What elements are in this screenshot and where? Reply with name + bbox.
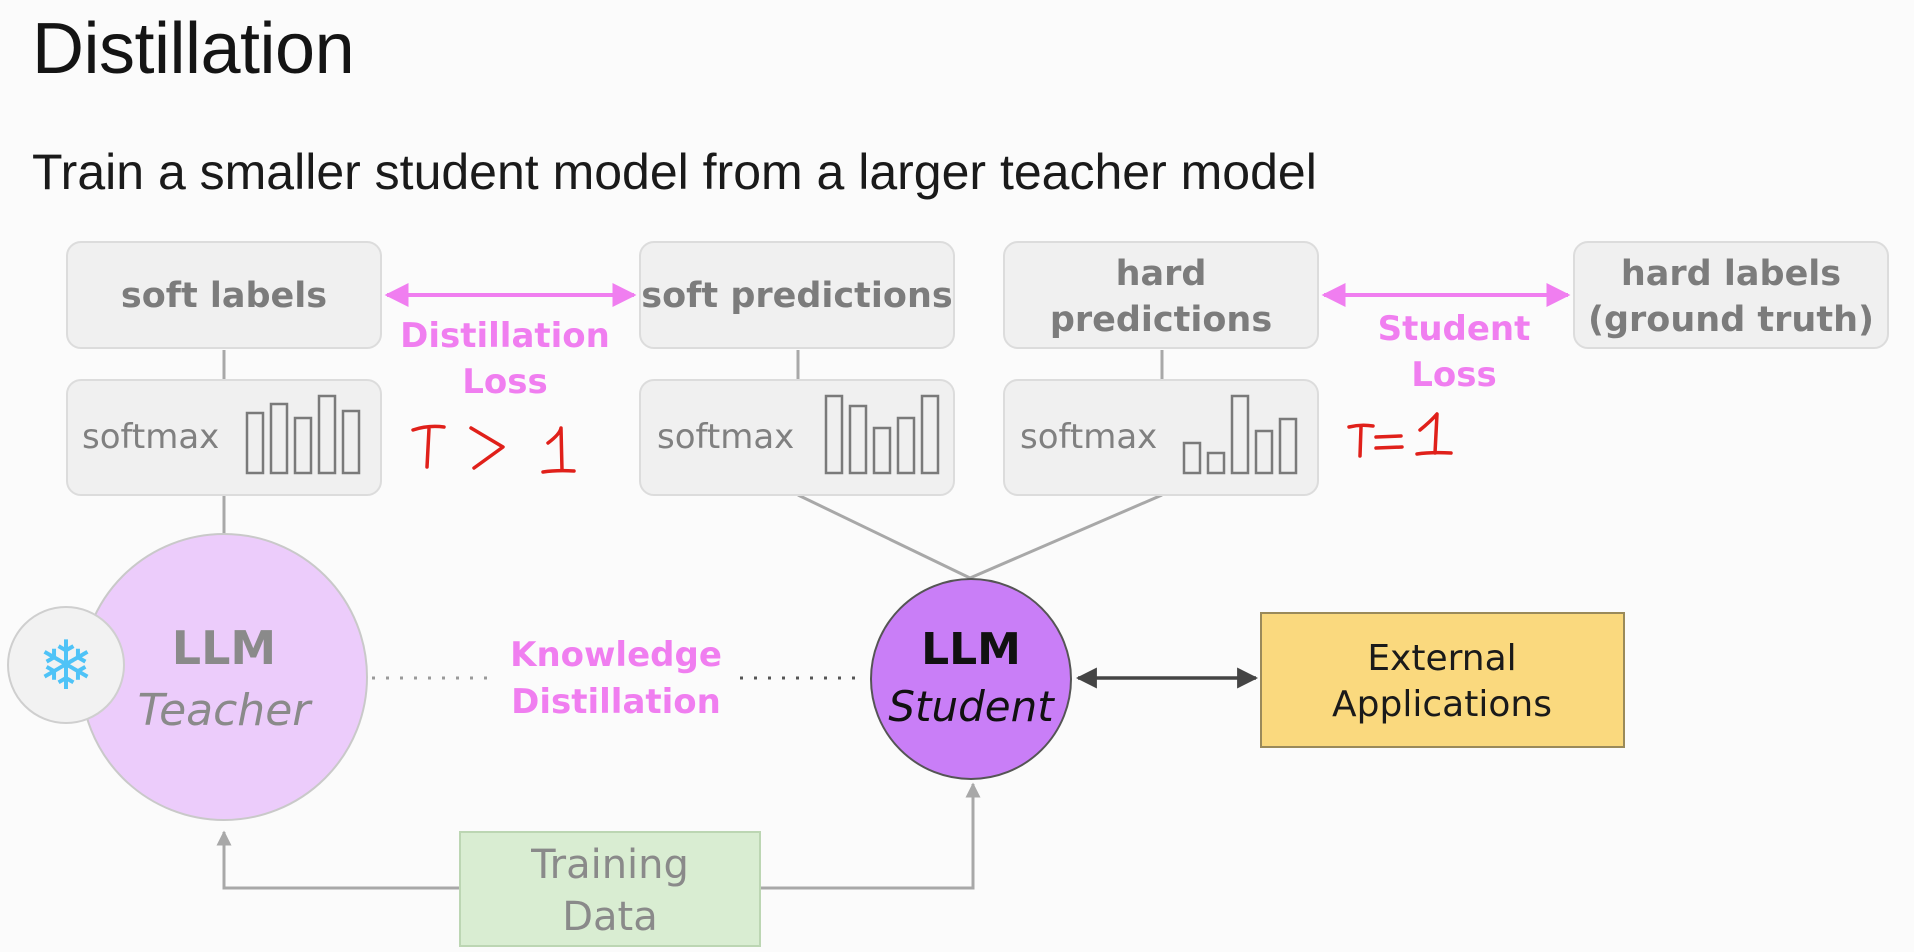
knowledge-distillation-line1: Knowledge (510, 635, 722, 675)
student-loss-label-line1: Student (1378, 309, 1531, 349)
handwritten-t-equals-1 (1347, 412, 1453, 458)
teacher-softmax-label: softmax (82, 417, 219, 457)
hard-labels-box: hard labels (ground truth) (1573, 241, 1889, 349)
soft-predictions-label: soft predictions (641, 276, 952, 316)
teacher-llm-label: LLM (172, 621, 276, 675)
hard-predictions-box: hard predictions (1003, 241, 1319, 349)
knowledge-distillation-line2: Distillation (511, 682, 721, 722)
snowflake-icon: ❄ (7, 606, 125, 724)
slide-title: Distillation (32, 9, 355, 89)
soft-predictions-softmax-box: softmax (639, 379, 955, 496)
soft-softmax-label: softmax (657, 417, 794, 457)
svg-text:❄: ❄ (38, 627, 95, 706)
slide-subtitle: Train a smaller student model from a lar… (32, 144, 1317, 200)
training-data-line1: Training (530, 842, 689, 888)
training-data-arrows (216, 782, 981, 890)
hard-softmax-label: softmax (1020, 417, 1157, 457)
external-applications-line1: External (1367, 638, 1516, 679)
hard-predictions-softmax-box: softmax (1003, 379, 1319, 496)
connector-lines (222, 350, 1164, 580)
student-loss-label-line2: Loss (1411, 355, 1497, 395)
teacher-softmax-bars-icon (245, 394, 361, 475)
hard-predictions-label-line1: hard (1116, 254, 1207, 294)
external-applications-box: External Applications (1260, 612, 1625, 748)
student-llm-label: LLM (921, 624, 1021, 675)
student-model: LLM Student (870, 578, 1072, 780)
external-applications-line2: Applications (1332, 684, 1552, 725)
handwritten-t-greater-than-1 (411, 424, 576, 474)
hard-softmax-bars-icon (1182, 394, 1298, 475)
distillation-loss-label-line1: Distillation (400, 316, 610, 356)
training-data-box: Training Data (459, 831, 761, 947)
teacher-model: LLM Teacher (80, 533, 368, 821)
training-data-line2: Data (562, 894, 658, 940)
teacher-softmax-box: softmax (66, 379, 382, 496)
hard-predictions-label-line2: predictions (1050, 300, 1272, 340)
soft-labels-label: soft labels (121, 276, 327, 316)
hard-labels-label-line1: hard labels (1621, 254, 1841, 294)
student-role-label: Student (888, 682, 1055, 731)
hard-labels-label-line2: (ground truth) (1588, 300, 1874, 340)
distillation-loss-label-line2: Loss (462, 362, 548, 402)
soft-labels-box: soft labels (66, 241, 382, 349)
teacher-role-label: Teacher (138, 685, 314, 736)
soft-predictions-box: soft predictions (639, 241, 955, 349)
soft-softmax-bars-icon (824, 394, 940, 475)
